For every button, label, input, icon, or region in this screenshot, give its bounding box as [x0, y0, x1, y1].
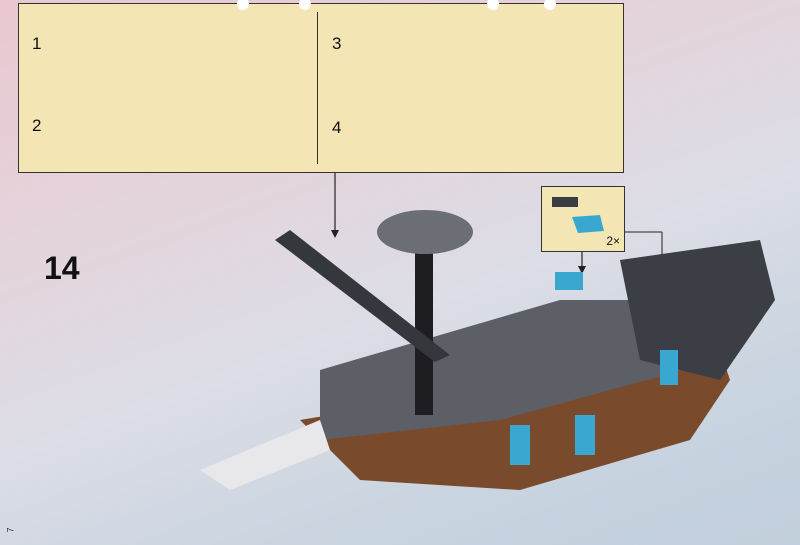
binder-hole [544, 0, 556, 10]
page-number: 7 [5, 527, 16, 533]
binder-hole [487, 0, 499, 10]
ship-mast [275, 210, 473, 415]
substep-label-4: 4 [332, 118, 342, 137]
parts-callout: 2× [541, 186, 625, 252]
step-number: 14 [44, 250, 80, 286]
panel-divider [317, 12, 318, 164]
substep-label-3: 3 [332, 34, 342, 53]
substep-label-1: 1 [32, 34, 42, 53]
ship-hull [200, 240, 775, 490]
parts-callout-illustration [552, 197, 604, 233]
substeps-panel: 1 2 3 4 [18, 0, 624, 173]
binder-hole [237, 0, 249, 10]
quantity-label: 2× [606, 234, 620, 248]
binder-hole [299, 0, 311, 10]
substep-label-2: 2 [32, 116, 42, 135]
